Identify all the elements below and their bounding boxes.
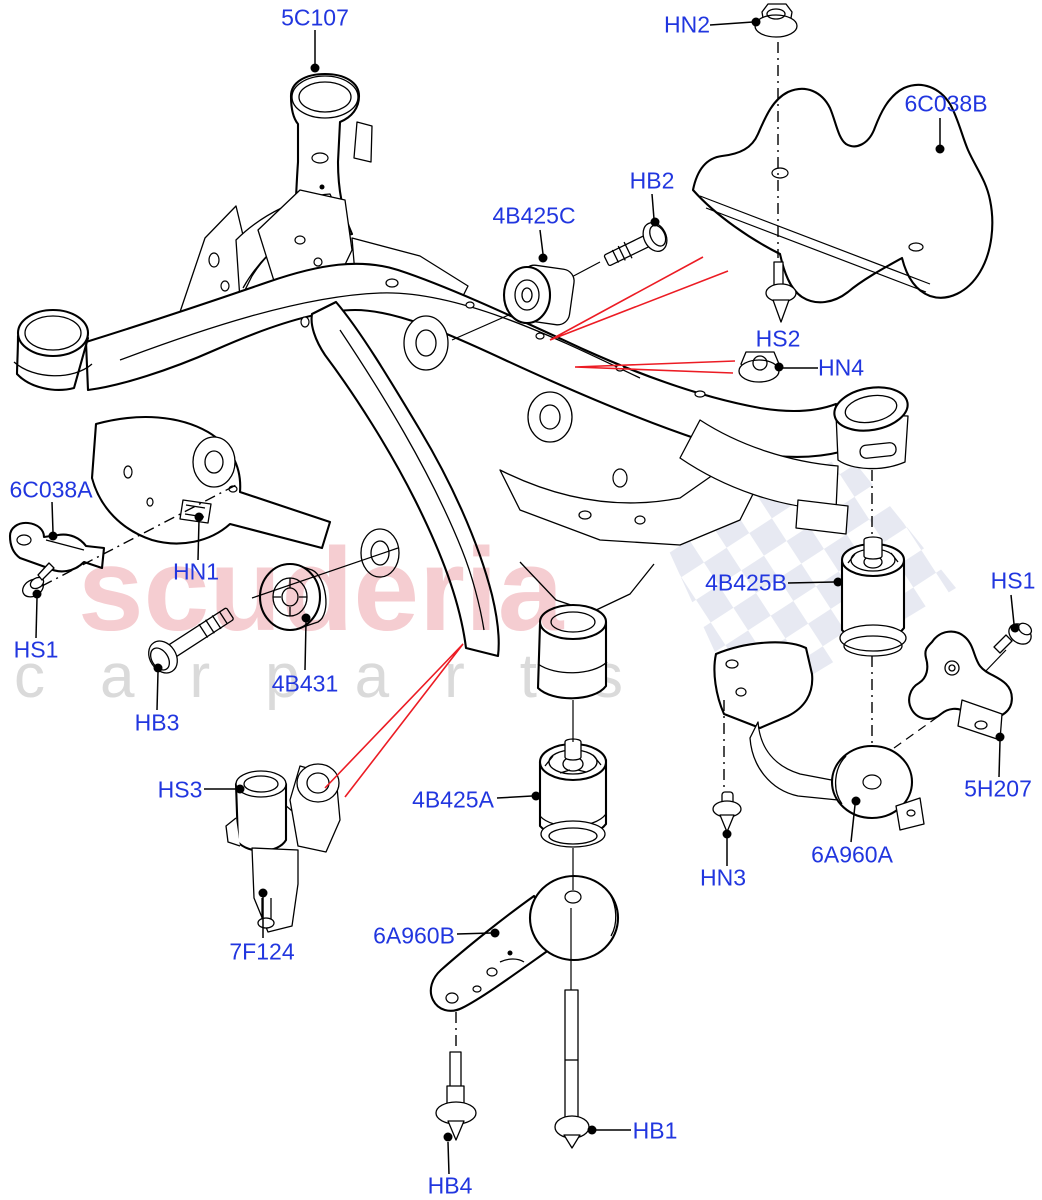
part-label-hn3[interactable]: HN3 xyxy=(699,864,747,891)
part-label-hn4[interactable]: HN4 xyxy=(817,354,865,381)
bolt-hb1 xyxy=(554,908,590,1149)
part-label-6c038b[interactable]: 6C038B xyxy=(904,90,988,117)
part-label-4b431[interactable]: 4B431 xyxy=(271,670,339,697)
part-label-4b425a[interactable]: 4B425A xyxy=(412,786,494,813)
bolt-hb2 xyxy=(603,222,668,267)
bracket-6c038a xyxy=(8,521,106,573)
bushing-4b425c xyxy=(502,264,575,326)
part-label-hs2[interactable]: HS2 xyxy=(755,325,801,352)
part-label-4b425c[interactable]: 4B425C xyxy=(492,202,576,229)
part-label-hb3[interactable]: HB3 xyxy=(134,709,180,736)
bolt-hb3 xyxy=(148,607,234,674)
part-label-6a960b[interactable]: 6A960B xyxy=(373,922,455,949)
red-pointer-lines xyxy=(324,256,736,798)
nut-hn3 xyxy=(712,791,742,833)
bushing-4b425a xyxy=(538,738,608,848)
assembly-axes xyxy=(41,42,873,1050)
part-label-hb4[interactable]: HB4 xyxy=(427,1172,473,1199)
bracket-6a960a xyxy=(713,641,925,831)
bracket-6a960b xyxy=(429,874,620,1012)
part-label-6c038a[interactable]: 6C038A xyxy=(9,476,93,503)
part-label-4b425b[interactable]: 4B425B xyxy=(705,569,787,596)
part-label-hn1[interactable]: HN1 xyxy=(172,558,220,585)
leader-lines xyxy=(32,17,1020,1175)
bolt-hb4 xyxy=(435,1051,477,1141)
heat-shield-6c038b xyxy=(691,83,994,304)
screw-hs2 xyxy=(765,261,797,323)
nut-hn4 xyxy=(738,351,780,383)
bushing-4b431 xyxy=(258,562,327,632)
part-label-hb1[interactable]: HB1 xyxy=(632,1117,678,1144)
part-label-hb2[interactable]: HB2 xyxy=(629,167,675,194)
part-label-6a960a[interactable]: 6A960A xyxy=(811,841,893,868)
subframe-crossmember xyxy=(13,72,909,700)
part-label-hs3[interactable]: HS3 xyxy=(157,776,203,803)
part-label-hn2[interactable]: HN2 xyxy=(663,11,711,38)
watermark-scuderia: scuderia xyxy=(78,524,565,656)
bushing-4b425b xyxy=(839,536,907,657)
part-label-5h207[interactable]: 5H207 xyxy=(964,775,1032,802)
part-label-hs1-left[interactable]: HS1 xyxy=(13,636,59,663)
watermark-carparts: carparts xyxy=(14,642,678,711)
part-label-5c107[interactable]: 5C107 xyxy=(281,4,349,31)
part-label-hs1-right[interactable]: HS1 xyxy=(990,567,1036,594)
part-label-7f124[interactable]: 7F124 xyxy=(229,938,295,965)
nut-hn2 xyxy=(754,3,798,38)
